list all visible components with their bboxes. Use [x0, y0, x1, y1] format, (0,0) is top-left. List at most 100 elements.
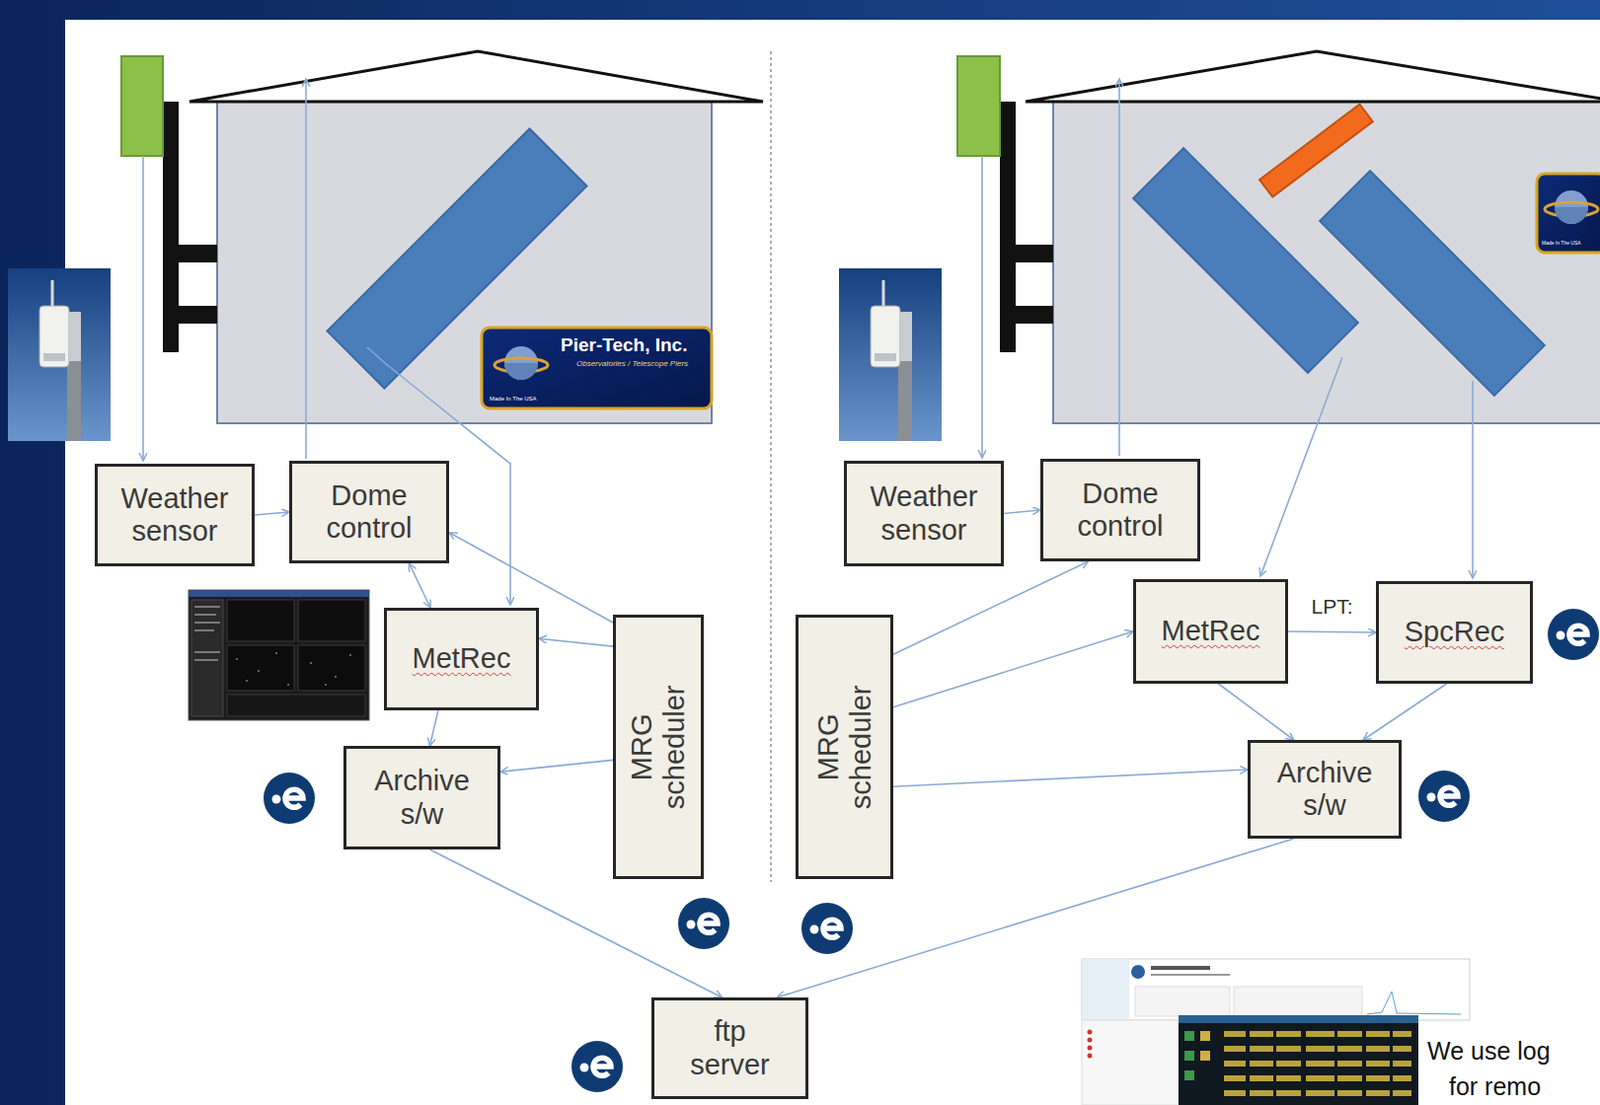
graphic-rect: [1245, 1030, 1250, 1100]
graphic-circle: [334, 676, 337, 679]
graphic-circle: [1087, 1046, 1093, 1052]
graphic-rect: [1223, 1090, 1412, 1097]
graphic-rect: [1233, 987, 1363, 1017]
dashboard-screenshot: [1081, 959, 1470, 1105]
graphic-rect: [1362, 1030, 1367, 1100]
graphic-circle: [309, 662, 312, 665]
signal-wire: [304, 78, 307, 459]
weather-station: [957, 56, 1000, 156]
connector: [893, 769, 1248, 787]
graphic-rect: [1223, 1046, 1412, 1053]
graphic-g: [235, 652, 352, 686]
observatory-roof: [1025, 51, 1600, 102]
box-label: Weather sensor: [854, 480, 993, 547]
esa-logo: [678, 898, 730, 950]
box-label: MetRec: [1161, 614, 1261, 648]
scheduler-box: MRG scheduler: [795, 614, 894, 880]
graphic-rect: [194, 659, 219, 662]
divider: [769, 51, 771, 883]
graphic-g: [1200, 1031, 1211, 1062]
graphic-rect: [1223, 1061, 1412, 1067]
logo-note: Made In The USA: [1541, 240, 1582, 247]
graphic-rect: [1223, 1031, 1412, 1038]
graphic-rect: [227, 600, 295, 642]
graphic-rect: [1178, 1015, 1419, 1024]
logo-planet: [1544, 190, 1599, 225]
graphic-g: [1245, 1030, 1393, 1100]
process-box: Dome control: [289, 460, 450, 564]
graphic-rect: [1200, 1031, 1211, 1042]
company-logo: [481, 327, 712, 409]
weather-station: [121, 56, 163, 156]
station-photo: [7, 268, 111, 442]
connector: [500, 760, 613, 772]
graphic-circle: [1131, 965, 1145, 980]
graphic-rect: [1334, 1030, 1338, 1100]
graphic-circle: [257, 670, 260, 673]
connector: [1003, 510, 1041, 515]
graphic-circle: [324, 684, 327, 686]
graphic-rect: [298, 645, 366, 691]
observatory-building: [1053, 101, 1600, 424]
note-text: for remo: [1448, 1072, 1541, 1102]
spectral-grating: [1259, 104, 1373, 198]
signal-wire: [1260, 357, 1343, 577]
mast-arm: [162, 305, 218, 324]
box-label: Archive s/w: [1265, 757, 1384, 824]
box-label: Dome control: [1051, 477, 1190, 544]
process-box: Weather sensor: [94, 463, 255, 567]
graphic-circle: [245, 680, 248, 683]
connector: [409, 563, 432, 609]
process-box: Weather sensor: [843, 460, 1004, 567]
box-label: MRG scheduler: [625, 673, 692, 822]
slide-ground: [65, 19, 1600, 1105]
graphic-rect: [1178, 1015, 1419, 1105]
graphic-rect: [188, 590, 370, 721]
connector: [254, 512, 290, 516]
box-label: MRG scheduler: [811, 673, 878, 822]
connector: [893, 561, 1089, 655]
telescope: [1133, 148, 1359, 374]
graphic-rect: [194, 621, 221, 624]
graphic-rect: [1184, 1051, 1195, 1062]
graphic-circle: [235, 658, 238, 661]
graphic-circle: [349, 654, 352, 657]
scheduler-box: MRG scheduler: [612, 614, 704, 880]
graphic-rect: [1184, 1031, 1195, 1042]
esa-logo: [1418, 770, 1470, 823]
connector: [1363, 684, 1448, 741]
graphic-rect: [1184, 1070, 1195, 1081]
box-label: MetRec: [412, 642, 512, 676]
connector: [1288, 631, 1376, 633]
note-text: We use log: [1427, 1037, 1551, 1067]
process-box: Dome control: [1040, 458, 1201, 562]
graphic-rect: [1389, 1030, 1393, 1100]
process-box: Archive s/w: [1247, 740, 1402, 839]
process-box: MetRec: [383, 608, 539, 711]
graphic-circle: [1087, 1038, 1093, 1044]
esa-logo: [1547, 609, 1600, 661]
graphic-rect: [1135, 987, 1230, 1017]
graphic-circle: [1087, 1030, 1093, 1036]
esa-logo: [263, 772, 315, 825]
graphic-rect: [194, 629, 215, 632]
logo-planet: [494, 346, 548, 381]
box-label: Weather sensor: [105, 482, 244, 549]
graphic-g: [143, 78, 1473, 606]
port-label: LPT:: [1307, 595, 1356, 619]
connector: [893, 631, 1134, 708]
process-box: ftp server: [651, 997, 809, 1100]
box-label: ftp server: [681, 1015, 780, 1082]
graphic-rect: [194, 613, 217, 616]
box-label: SpcRec: [1404, 615, 1506, 649]
signal-wire: [1471, 380, 1474, 579]
logo-note: Made In The USA: [489, 395, 537, 403]
connector: [1218, 684, 1294, 741]
signal-wire: [142, 155, 145, 461]
logo-tagline: Observatories / Telescope Piers: [576, 359, 688, 369]
observatory-roof: [189, 51, 763, 102]
graphic-rect: [227, 645, 295, 691]
telescope: [1319, 170, 1545, 396]
logo-name: Pier-Tech, Inc.: [560, 334, 687, 357]
